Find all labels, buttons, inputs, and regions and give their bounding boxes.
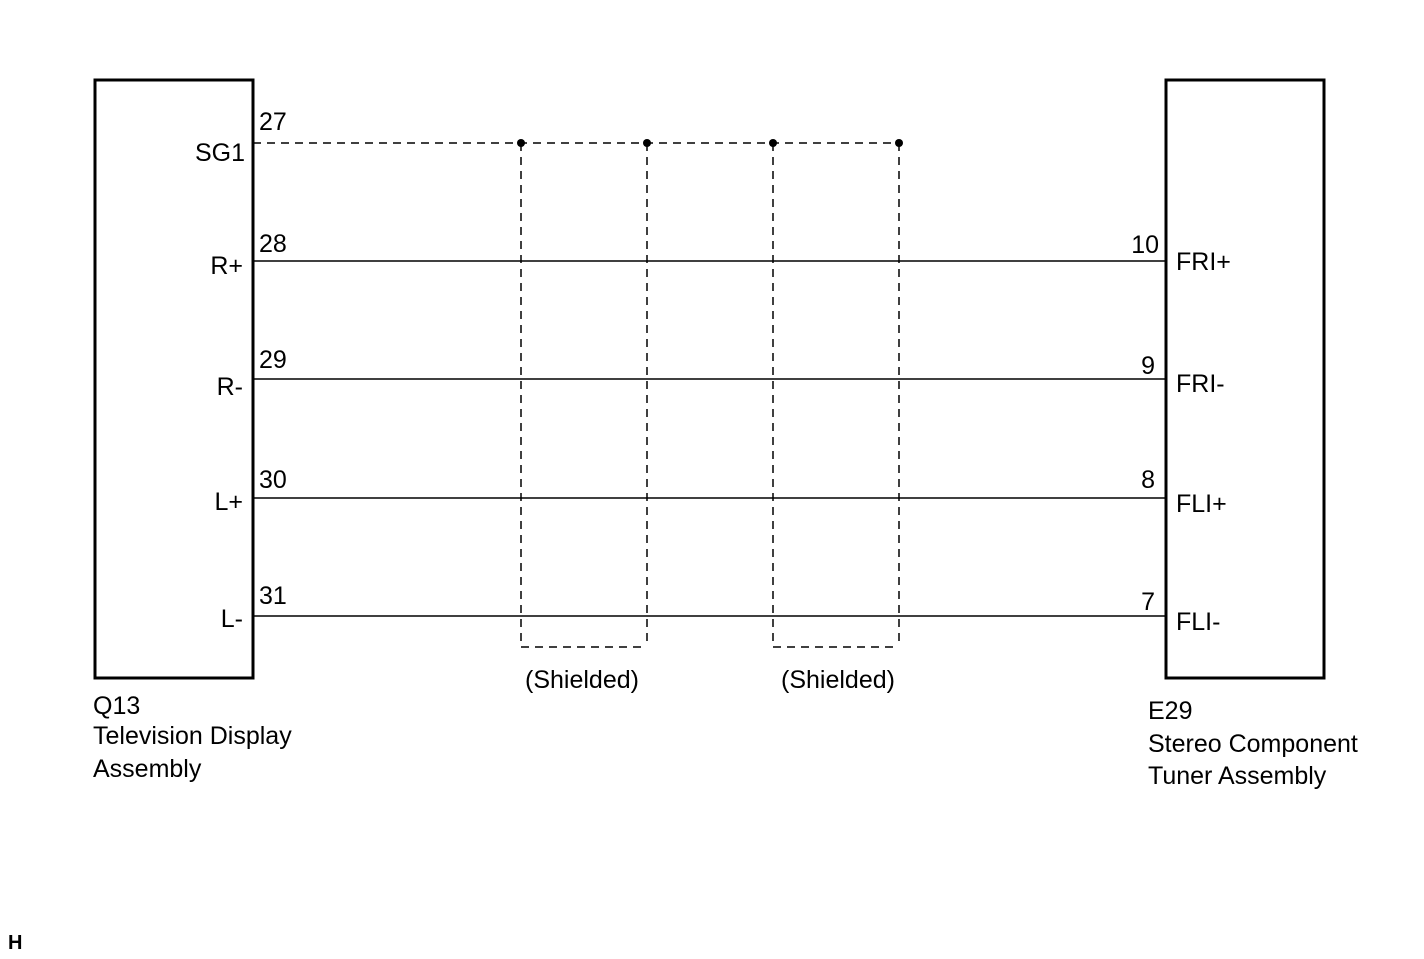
pin-number: 8	[1141, 466, 1155, 494]
pin-name: FLI-	[1176, 608, 1220, 636]
pin-number: 30	[259, 466, 287, 494]
pin-name: FRI+	[1176, 248, 1231, 276]
pin-number: 9	[1141, 352, 1155, 380]
component-name: Tuner Assembly	[1148, 762, 1327, 790]
junction-dot	[769, 139, 777, 147]
component-name: Television Display	[93, 722, 292, 750]
shield-label: (Shielded)	[525, 666, 639, 694]
junction-dot	[643, 139, 651, 147]
pin-name: L+	[214, 488, 243, 516]
shield-enclosure-2	[772, 143, 900, 648]
shield-label: (Shielded)	[781, 666, 895, 694]
pin-number: 31	[259, 582, 287, 610]
shield-enclosure-1	[520, 143, 648, 648]
pin-number: 27	[259, 108, 287, 136]
corner-mark: H	[8, 932, 22, 954]
pin-number: 28	[259, 230, 287, 258]
pin-name: SG1	[195, 139, 245, 167]
junction-dot	[895, 139, 903, 147]
pin-name: R+	[210, 252, 243, 280]
pin-number: 29	[259, 346, 287, 374]
pin-name: R-	[217, 373, 243, 401]
pin-name: FLI+	[1176, 490, 1227, 518]
pin-number: 10	[1131, 231, 1159, 259]
component-name: Assembly	[93, 755, 202, 783]
component-code: Q13	[93, 692, 140, 720]
component-code: E29	[1148, 697, 1192, 725]
junction-dot	[517, 139, 525, 147]
pin-number: 7	[1141, 588, 1155, 616]
pin-name: FRI-	[1176, 370, 1225, 398]
pin-name: L-	[221, 605, 243, 633]
component-name: Stereo Component	[1148, 730, 1358, 758]
